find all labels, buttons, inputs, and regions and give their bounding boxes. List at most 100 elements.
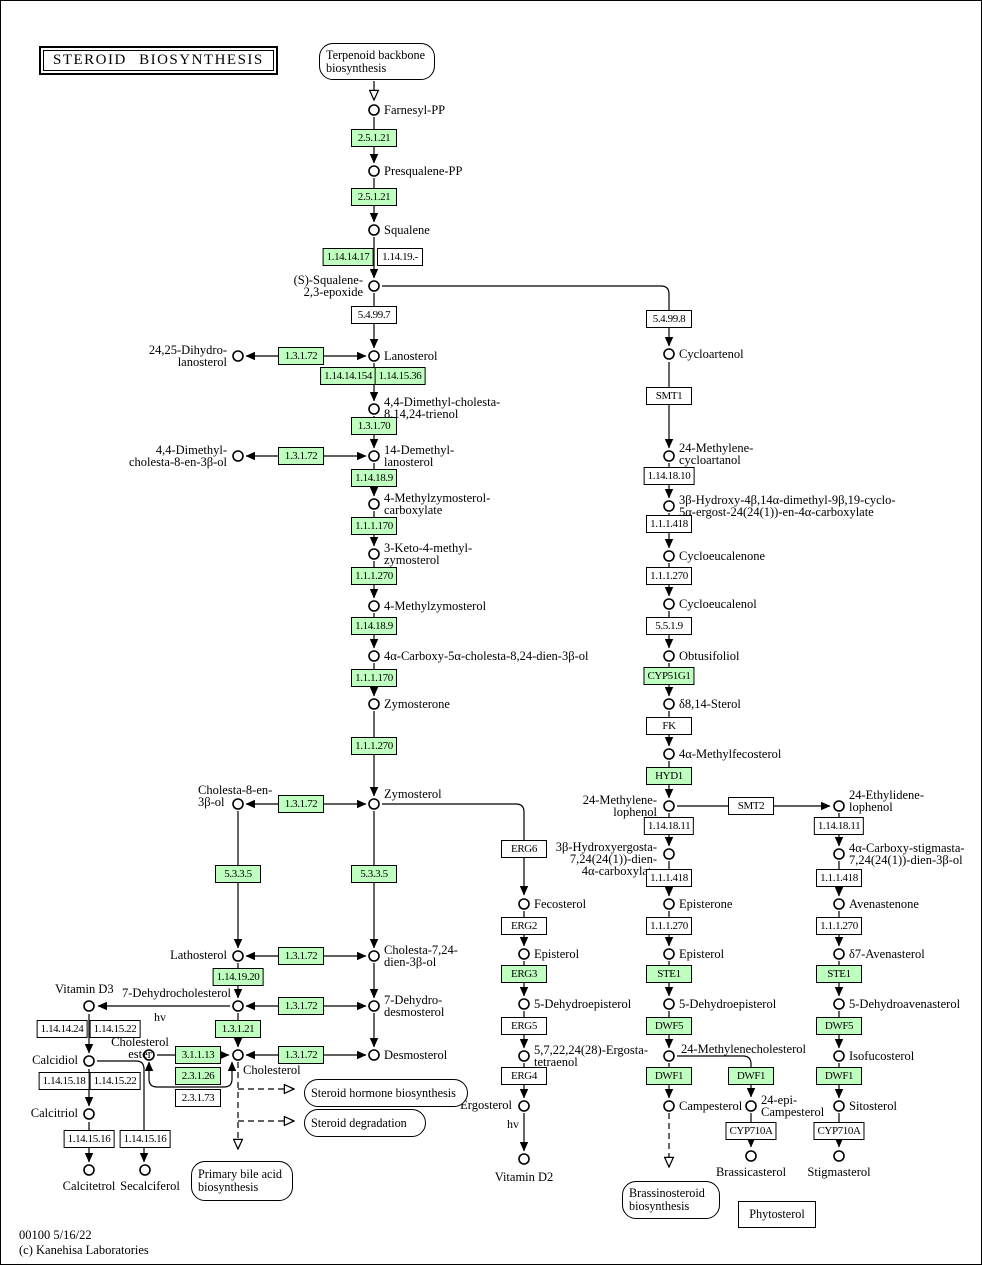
metabolite-cholesta-7-24-dien-3b-ol[interactable] [368, 950, 380, 962]
metabolite-4-methylzymosterol[interactable] [368, 600, 380, 612]
enzyme-box-erg4[interactable]: ERG4 [501, 1067, 547, 1085]
enzyme-box-1-1-1-270[interactable]: 1.1.1.270 [646, 567, 692, 585]
metabolite-episterone[interactable] [663, 898, 675, 910]
metabolite-4a-methylfecosterol[interactable] [663, 748, 675, 760]
enzyme-box-1-1-1-270[interactable]: 1.1.1.270 [351, 567, 397, 585]
metabolite-cholesterol[interactable] [232, 1049, 244, 1061]
metabolite-zymosterol[interactable] [368, 798, 380, 810]
metabolite-zymosterone[interactable] [368, 698, 380, 710]
enzyme-box-dwf1[interactable]: DWF1 [728, 1067, 774, 1085]
metabolite-24-ethylidene-lophenol[interactable] [833, 800, 845, 812]
enzyme-box-1-3-1-72[interactable]: 1.3.1.72 [278, 947, 324, 965]
metabolite-fecosterol[interactable] [518, 898, 530, 910]
metabolite-5-dehydroepisterol-plant[interactable] [663, 998, 675, 1010]
enzyme-box-1-14-15-16[interactable]: 1.14.15.16 [119, 1130, 171, 1148]
enzyme-box-ste1[interactable]: STE1 [816, 965, 862, 983]
metabolite-4a-carboxy-5a-cholesta-8-24-dien-3b-ol[interactable] [368, 650, 380, 662]
metabolite-secalciferol[interactable] [139, 1164, 151, 1176]
metabolite-d7-avenasterol[interactable] [833, 948, 845, 960]
enzyme-box-1-3-1-72[interactable]: 1.3.1.72 [278, 447, 324, 465]
enzyme-box-1-3-1-72[interactable]: 1.3.1.72 [278, 997, 324, 1015]
metabolite-4-methylzymosterol-carboxylate[interactable] [368, 498, 380, 510]
enzyme-box-1-1-1-418[interactable]: 1.1.1.418 [816, 869, 862, 887]
metabolite-cycloartenol[interactable] [663, 348, 675, 360]
enzyme-box-dwf1[interactable]: DWF1 [816, 1067, 862, 1085]
enzyme-box-2-5-1-21[interactable]: 2.5.1.21 [351, 188, 397, 206]
metabolite-calcitetrol[interactable] [83, 1164, 95, 1176]
enzyme-box-erg5[interactable]: ERG5 [501, 1017, 547, 1035]
metabolite-s-squalene-2-3-epoxide[interactable] [368, 280, 380, 292]
metabolite-cycloeucalenone[interactable] [663, 550, 675, 562]
enzyme-box-5-3-3-5[interactable]: 5.3.3.5 [215, 865, 261, 883]
enzyme-box-cyp710a[interactable]: CYP710A [813, 1122, 865, 1140]
metabolite-calcitriol[interactable] [83, 1108, 95, 1120]
metabolite-avenastenone[interactable] [833, 898, 845, 910]
enzyme-box-3-1-1-13[interactable]: 3.1.1.13 [175, 1046, 221, 1064]
metabolite-4-4-dimethyl-cholesta-8-en-3b-ol[interactable] [232, 450, 244, 462]
metabolite-vitamin-d3[interactable] [83, 1000, 95, 1012]
enzyme-box-2-3-1-73[interactable]: 2.3.1.73 [175, 1089, 221, 1107]
metabolite-ergosterol[interactable] [518, 1100, 530, 1112]
enzyme-box-1-14-15-16[interactable]: 1.14.15.16 [63, 1130, 115, 1148]
enzyme-box-1-1-1-170[interactable]: 1.1.1.170 [351, 669, 397, 687]
metabolite-14-demethyl-lanosterol[interactable] [368, 450, 380, 462]
enzyme-box-1-14-19-20[interactable]: 1.14.19.20 [212, 968, 264, 986]
metabolite-cycloeucalenol[interactable] [663, 598, 675, 610]
enzyme-box-1-1-1-170[interactable]: 1.1.1.170 [351, 517, 397, 535]
metabolite-24-methylene-cycloartanol[interactable] [663, 450, 675, 462]
metabolite-campesterol[interactable] [663, 1100, 675, 1112]
metabolite-d8-14-sterol[interactable] [663, 698, 675, 710]
pathway-link-steroid-hormone-biosynthesis[interactable]: Steroid hormone biosynthesis [304, 1079, 468, 1107]
enzyme-box-1-1-1-270[interactable]: 1.1.1.270 [646, 917, 692, 935]
enzyme-box-1-3-1-72[interactable]: 1.3.1.72 [278, 347, 324, 365]
enzyme-box-erg2[interactable]: ERG2 [501, 917, 547, 935]
pathway-link-steroid-degradation[interactable]: Steroid degradation [304, 1109, 426, 1137]
metabolite-presqualene-pp[interactable] [368, 165, 380, 177]
enzyme-box-5-3-3-5[interactable]: 5.3.3.5 [351, 865, 397, 883]
enzyme-box-cyp710a[interactable]: CYP710A [725, 1122, 777, 1140]
enzyme-box-cyp51g1[interactable]: CYP51G1 [643, 667, 695, 685]
metabolite-3-keto-4-methyl-zymosterol[interactable] [368, 548, 380, 560]
enzyme-box-1-3-1-72[interactable]: 1.3.1.72 [278, 1046, 324, 1064]
metabolite-24-methylenecholesterol[interactable] [663, 1050, 675, 1062]
enzyme-box-1-1-1-270[interactable]: 1.1.1.270 [351, 737, 397, 755]
metabolite-isofucosterol[interactable] [833, 1050, 845, 1062]
enzyme-box-1-3-1-70[interactable]: 1.3.1.70 [351, 417, 397, 435]
enzyme-box-dwf1[interactable]: DWF1 [646, 1067, 692, 1085]
enzyme-box-2-3-1-26[interactable]: 2.3.1.26 [175, 1067, 221, 1085]
metabolite-stigmasterol[interactable] [833, 1150, 845, 1162]
enzyme-box-1-14-15-22[interactable]: 1.14.15.22 [89, 1020, 141, 1038]
enzyme-box-1-14-18-11[interactable]: 1.14.18.11 [643, 817, 695, 835]
metabolite-7-dehydro-desmosterol[interactable] [368, 1000, 380, 1012]
enzyme-box-1-14-15-36[interactable]: 1.14.15.36 [374, 367, 426, 385]
metabolite-lanosterol[interactable] [368, 350, 380, 362]
enzyme-box-5-4-99-7[interactable]: 5.4.99.7 [351, 306, 397, 324]
enzyme-box-1-14-15-22[interactable]: 1.14.15.22 [89, 1072, 141, 1090]
enzyme-box-2-5-1-21[interactable]: 2.5.1.21 [351, 129, 397, 147]
enzyme-box-dwf5[interactable]: DWF5 [646, 1017, 692, 1035]
metabolite-episterol-fungal[interactable] [518, 948, 530, 960]
enzyme-box-1-3-1-72[interactable]: 1.3.1.72 [278, 795, 324, 813]
enzyme-box-erg6[interactable]: ERG6 [501, 840, 547, 858]
metabolite-7-dehydrocholesterol[interactable] [232, 1000, 244, 1012]
metabolite-cholesta-8-en-3b-ol[interactable] [232, 798, 244, 810]
metabolite-desmosterol[interactable] [368, 1049, 380, 1061]
enzyme-box-1-14-14-17[interactable]: 1.14.14.17 [322, 248, 374, 266]
metabolite-vitamin-d2[interactable] [518, 1153, 530, 1165]
metabolite-5-7-22-24-28-ergosta-tetraenol[interactable] [518, 1050, 530, 1062]
metabolite-4-4-dimethyl-cholesta-8-14-24-trienol[interactable] [368, 403, 380, 415]
metabolite-episterol-plant[interactable] [663, 948, 675, 960]
enzyme-box-erg3[interactable]: ERG3 [501, 965, 547, 983]
enzyme-box-1-14-18-9[interactable]: 1.14.18.9 [351, 617, 397, 635]
metabolite-4a-carboxy-stigmasta-7-24-24-1-dien-3b-ol[interactable] [833, 848, 845, 860]
enzyme-box-5-5-1-9[interactable]: 5.5.1.9 [646, 617, 692, 635]
enzyme-box-fk[interactable]: FK [646, 717, 692, 735]
metabolite-5-dehydroavenasterol[interactable] [833, 998, 845, 1010]
enzyme-box-1-14-15-18[interactable]: 1.14.15.18 [38, 1072, 90, 1090]
enzyme-box-1-14-18-9[interactable]: 1.14.18.9 [351, 469, 397, 487]
metabolite-3b-hydroxy-4b-14a-dimethyl-9b-19-cyclo-5a-ergost-24-24-1-en-4a-carboxylate[interactable] [663, 500, 675, 512]
enzyme-box-1-14-14-24[interactable]: 1.14.14.24 [36, 1020, 88, 1038]
enzyme-box-1-14-14-154[interactable]: 1.14.14.154 [320, 367, 376, 385]
